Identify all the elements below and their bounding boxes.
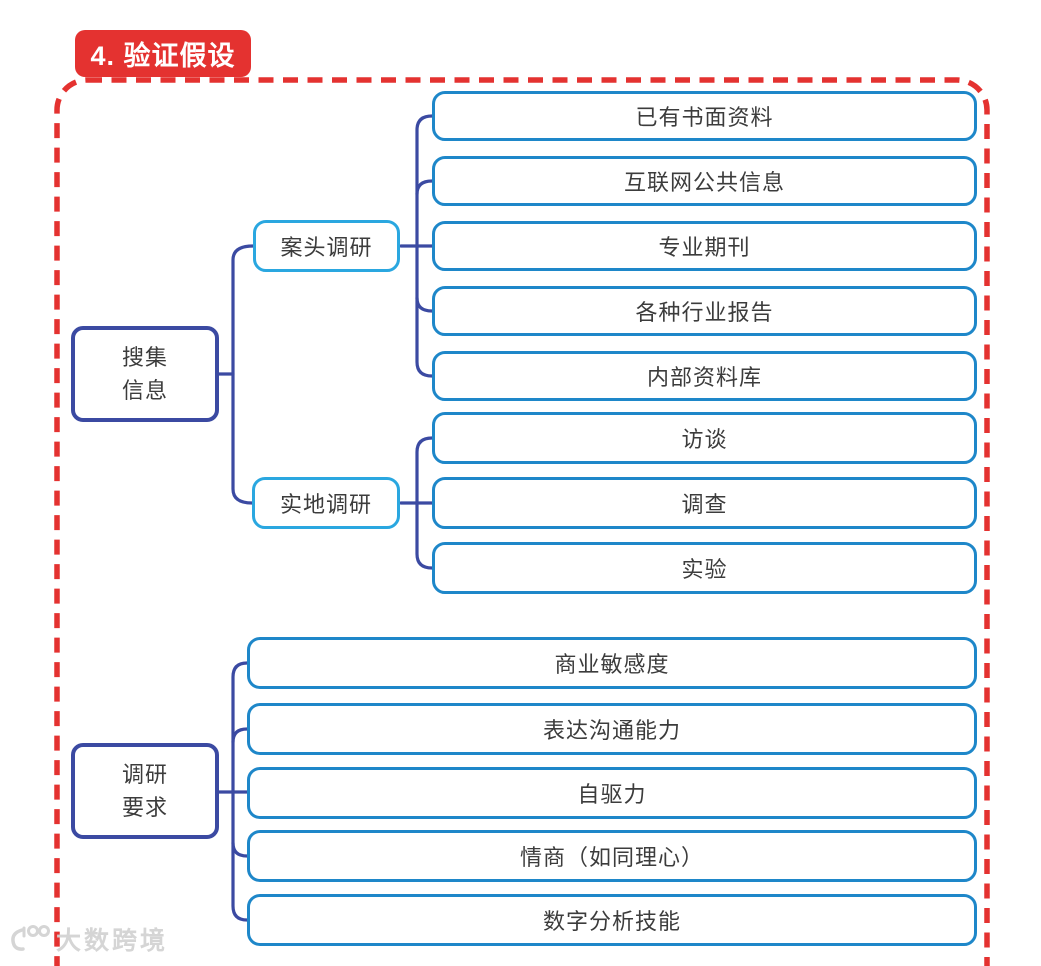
leaf-node: 自驱力 [247,767,977,819]
leaf-node: 内部资料库 [432,351,977,401]
leaf-node: 实验 [432,542,977,594]
leaf-node: 表达沟通能力 [247,703,977,755]
leaf-node: 专业期刊 [432,221,977,271]
leaf-node: 情商（如同理心） [247,830,977,882]
leaf-node: 已有书面资料 [432,91,977,141]
node-label-line: 搜集 [121,345,168,370]
section-title-badge: 4. 验证假设 [75,30,251,77]
watermark: 大数跨境 [6,920,168,958]
watermark-logo-icon [11,925,50,951]
node-label-line: 要求 [121,795,168,820]
node-research-requirements: 调研 要求 [71,743,219,839]
node-label-line: 信息 [121,378,168,403]
node-desk-research: 案头调研 [253,220,400,272]
node-collect-info: 搜集 信息 [71,326,219,422]
leaf-node: 商业敏感度 [247,637,977,689]
leaf-node: 访谈 [432,412,977,464]
leaf-node: 各种行业报告 [432,286,977,336]
leaf-node: 调查 [432,477,977,529]
leaf-node: 数字分析技能 [247,894,977,946]
leaf-node: 互联网公共信息 [432,156,977,206]
watermark-text: 大数跨境 [56,927,169,955]
node-field-research: 实地调研 [252,477,400,529]
node-label-line: 调研 [121,762,168,787]
